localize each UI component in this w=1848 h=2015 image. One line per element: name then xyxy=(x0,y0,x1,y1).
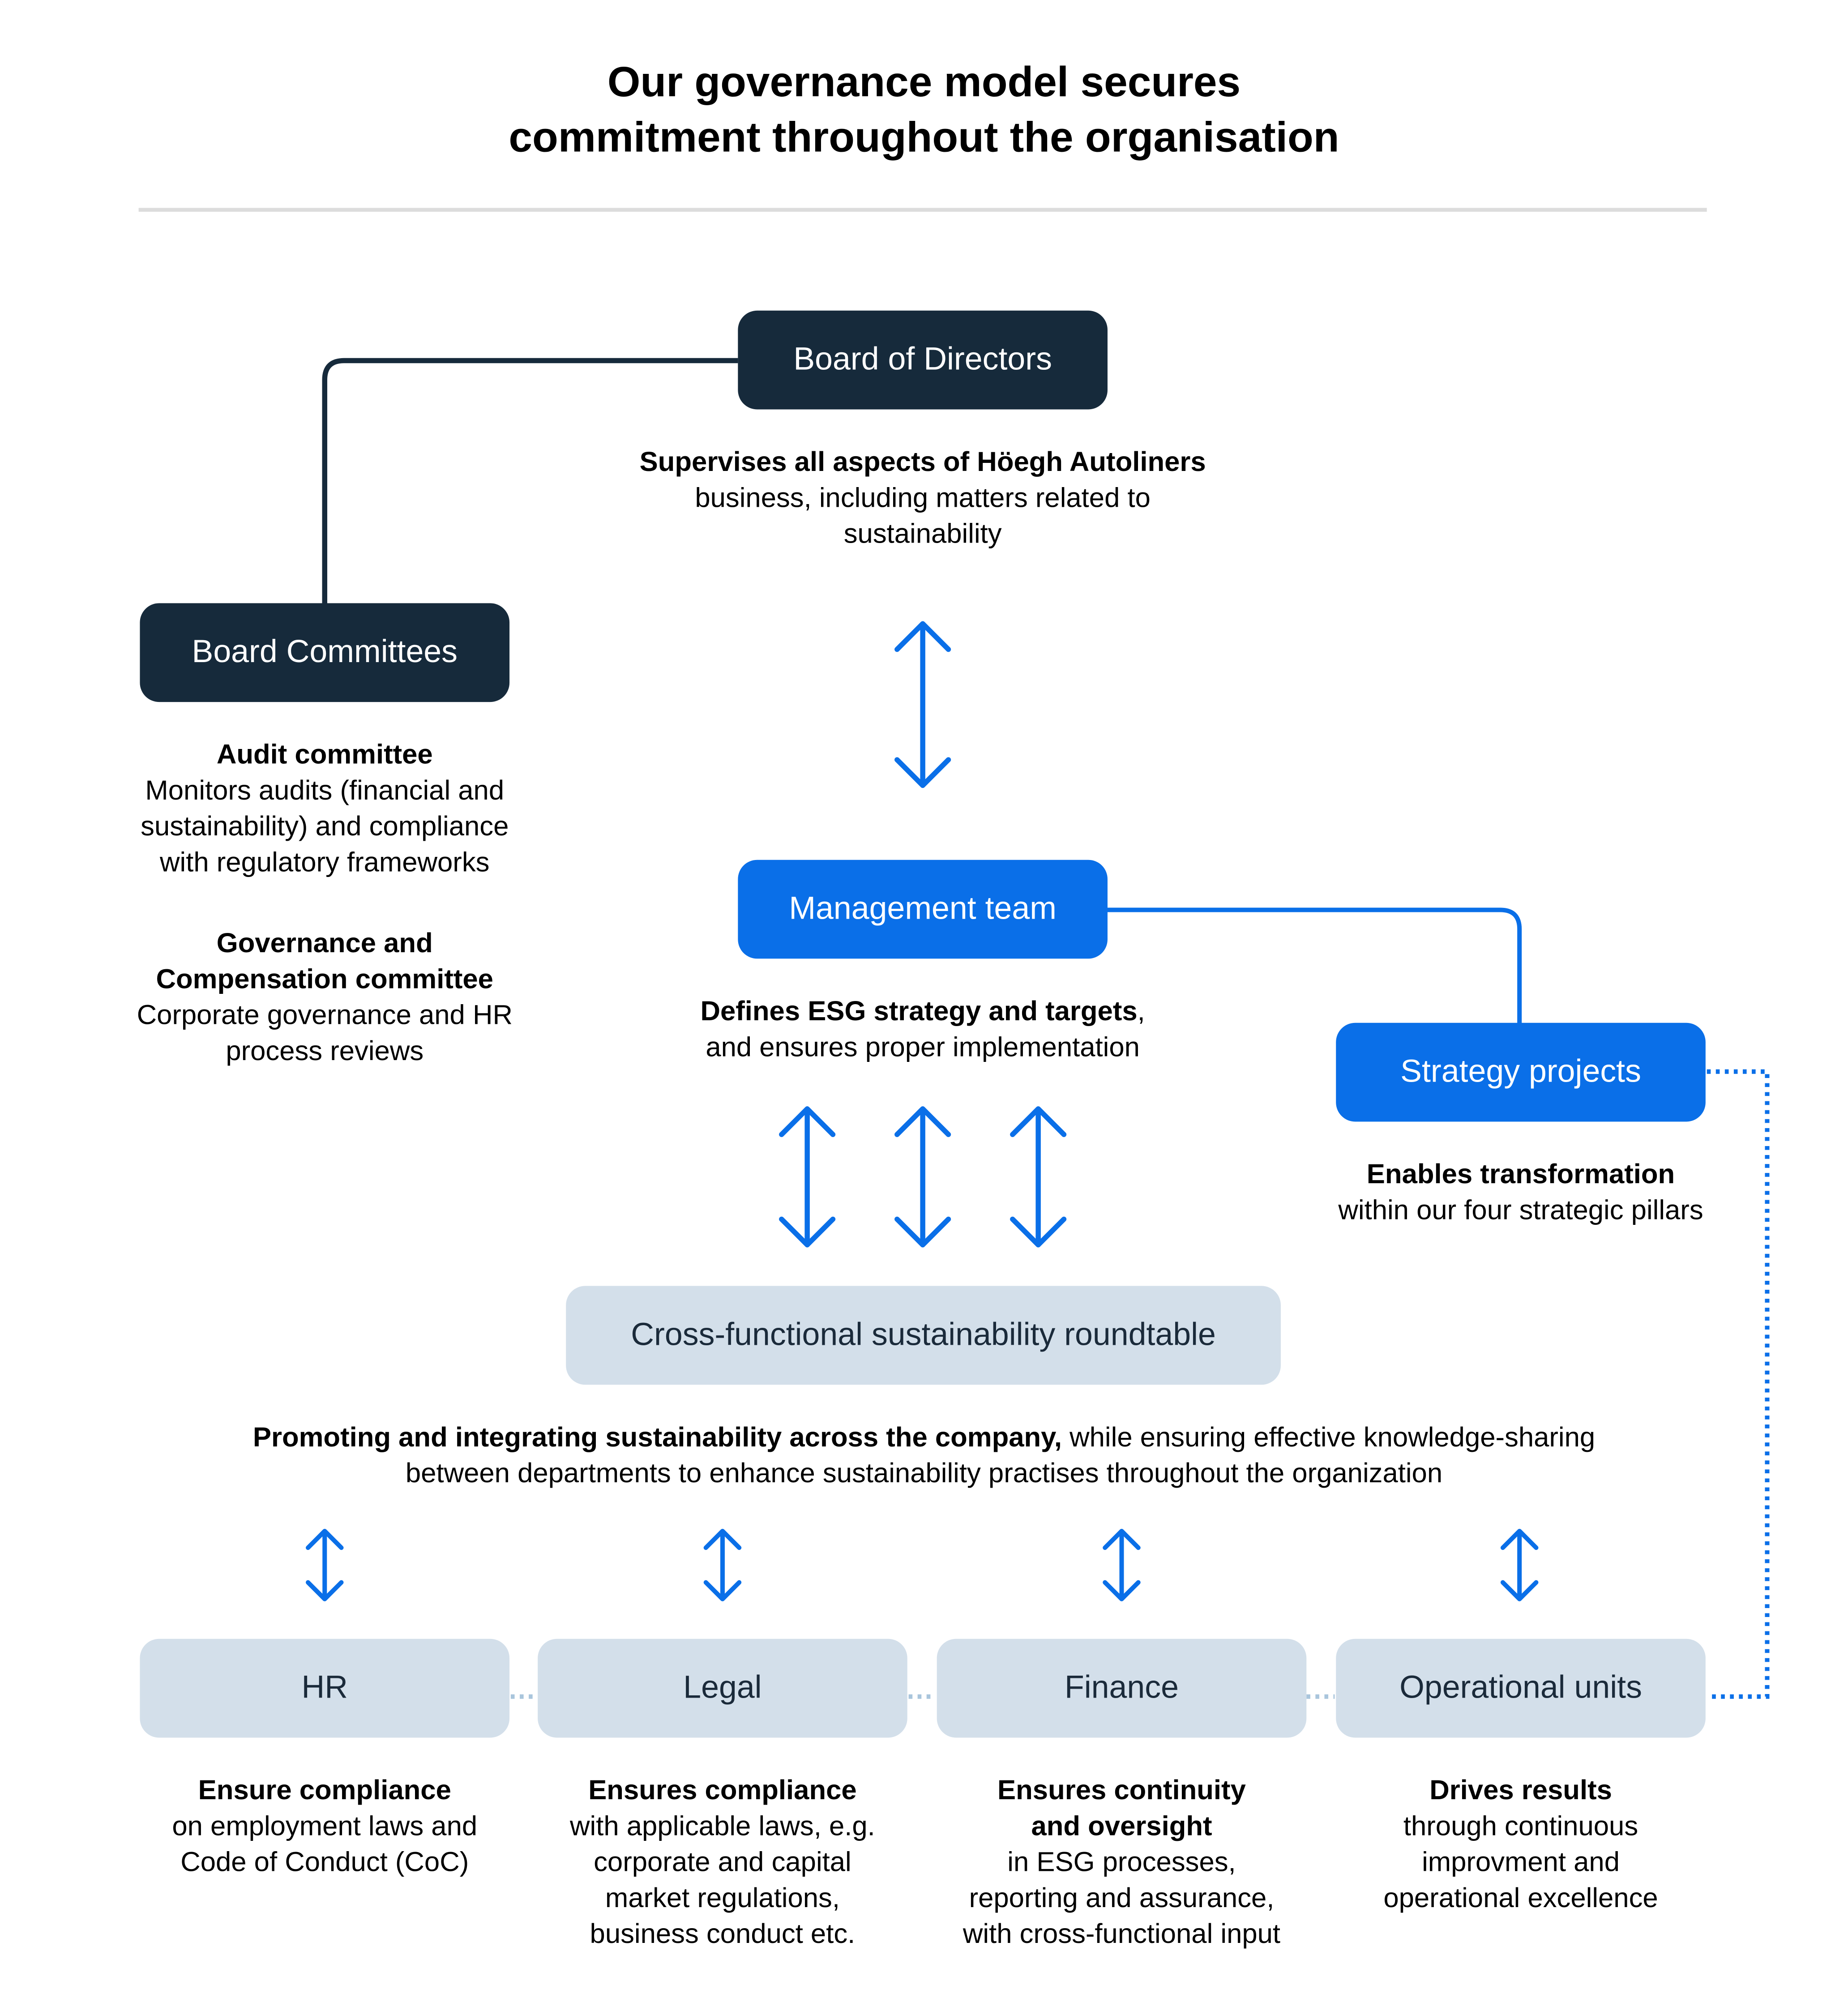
description-line: sustainability) and compliance xyxy=(141,811,509,842)
operational-units-box: Operational units xyxy=(1336,1639,1706,1738)
double-arrow-icon xyxy=(1103,1528,1141,1601)
finance-description: Ensures continuity and oversight in ESG … xyxy=(910,1772,1333,1952)
double-arrow-icon xyxy=(894,621,951,788)
title-line-1: Our governance model secures xyxy=(607,58,1241,106)
description-line: and ensures proper implementation xyxy=(706,1031,1140,1063)
double-arrow-icon xyxy=(305,1528,344,1601)
description-heading: Supervises all aspects of Höegh Autoline… xyxy=(639,446,1206,478)
description-heading: Ensure compliance xyxy=(198,1775,451,1806)
dotted-connector-strategy-to-operational xyxy=(1707,1069,1770,1699)
description-line: operational excellence xyxy=(1383,1882,1658,1914)
board-committees-box: Board Committees xyxy=(140,603,510,702)
board-committees-label: Board Committees xyxy=(192,634,458,670)
board-of-directors-description: Supervises all aspects of Höegh Autoline… xyxy=(538,444,1308,552)
description-line: improvment and xyxy=(1422,1847,1620,1878)
roundtable-description: Promoting and integrating sustainability… xyxy=(128,1420,1720,1492)
description-first-line: Defines ESG strategy and targets, xyxy=(602,993,1243,1029)
description-line: between departments to enhance sustainab… xyxy=(405,1458,1443,1489)
legal-description: Ensures compliance with applicable laws,… xyxy=(517,1772,928,1952)
description-line: market regulations, xyxy=(605,1882,840,1914)
governance-committee-description: Governance and Compensation committee Co… xyxy=(68,925,582,1069)
description-line: with applicable laws, e.g. xyxy=(570,1810,875,1842)
description-line: Code of Conduct (CoC) xyxy=(180,1847,469,1878)
roundtable-label: Cross-functional sustainability roundtab… xyxy=(631,1317,1216,1353)
legal-label: Legal xyxy=(683,1669,762,1706)
description-heading: and oversight xyxy=(1031,1810,1212,1842)
description-line: process reviews xyxy=(226,1035,424,1067)
description-line: business conduct etc. xyxy=(590,1918,856,1950)
description-line: with cross-functional input xyxy=(962,1918,1281,1950)
description-line: on employment laws and xyxy=(172,1810,478,1842)
connector-management-to-strategy xyxy=(1106,907,1522,1024)
double-arrow-icon xyxy=(1010,1106,1067,1248)
hr-description: Ensure compliance on employment laws and… xyxy=(120,1772,530,1880)
double-arrow-icon xyxy=(1500,1528,1539,1601)
strategy-projects-box: Strategy projects xyxy=(1336,1022,1706,1122)
description-heading: Ensures continuity xyxy=(997,1775,1246,1806)
double-arrow-icon xyxy=(894,1106,951,1248)
title-divider xyxy=(138,208,1707,212)
board-of-directors-label: Board of Directors xyxy=(793,341,1052,377)
description-line: sustainability xyxy=(843,518,1002,549)
operational-units-description: Drives results through continuous improv… xyxy=(1315,1772,1726,1916)
description-line: Monitors audits (financial and xyxy=(145,775,505,806)
double-arrow-icon xyxy=(779,1106,836,1248)
description-heading: Compensation committee xyxy=(156,963,493,995)
description-line: through continuous xyxy=(1403,1810,1638,1842)
description-heading: Governance and xyxy=(216,928,433,959)
description-line: business, including matters related to xyxy=(695,482,1151,513)
description-heading: Ensures compliance xyxy=(588,1775,857,1806)
description-line: in ESG processes, xyxy=(1007,1847,1236,1878)
description-first-line: Promoting and integrating sustainability… xyxy=(128,1420,1720,1455)
audit-committee-description: Audit committee Monitors audits (financi… xyxy=(68,736,582,880)
board-of-directors-box: Board of Directors xyxy=(738,310,1108,410)
description-line: with regulatory frameworks xyxy=(160,847,490,878)
description-heading: Enables transformation xyxy=(1366,1159,1675,1190)
management-team-description: Defines ESG strategy and targets, and en… xyxy=(602,993,1243,1065)
finance-label: Finance xyxy=(1064,1669,1179,1706)
description-heading: Drives results xyxy=(1429,1775,1612,1806)
hr-label: HR xyxy=(301,1669,348,1706)
description-heading: Audit committee xyxy=(216,739,433,770)
finance-box: Finance xyxy=(937,1639,1307,1738)
management-team-label: Management team xyxy=(789,890,1057,927)
operational-units-label: Operational units xyxy=(1399,1669,1642,1706)
roundtable-box: Cross-functional sustainability roundtab… xyxy=(566,1286,1281,1385)
legal-box: Legal xyxy=(538,1639,907,1738)
description-line: reporting and assurance, xyxy=(969,1882,1275,1914)
double-arrow-icon xyxy=(703,1528,742,1601)
description-text: while ensuring effective knowledge-shari… xyxy=(1062,1422,1596,1453)
page-title: Our governance model secures commitment … xyxy=(0,54,1848,164)
title-line-2: commitment throughout the organisation xyxy=(509,113,1339,161)
connector-board-to-committees xyxy=(322,358,738,606)
management-team-box: Management team xyxy=(738,860,1108,959)
description-line: Corporate governance and HR xyxy=(137,1000,513,1031)
description-punctuation: , xyxy=(1137,996,1145,1027)
strategy-projects-label: Strategy projects xyxy=(1400,1053,1641,1090)
description-line: corporate and capital xyxy=(594,1847,851,1878)
description-line: within our four strategic pillars xyxy=(1338,1194,1703,1226)
hr-box: HR xyxy=(140,1639,510,1738)
strategy-projects-description: Enables transformation within our four s… xyxy=(1283,1156,1758,1228)
description-heading: Defines ESG strategy and targets xyxy=(700,996,1138,1027)
description-heading: Promoting and integrating sustainability… xyxy=(252,1422,1062,1453)
